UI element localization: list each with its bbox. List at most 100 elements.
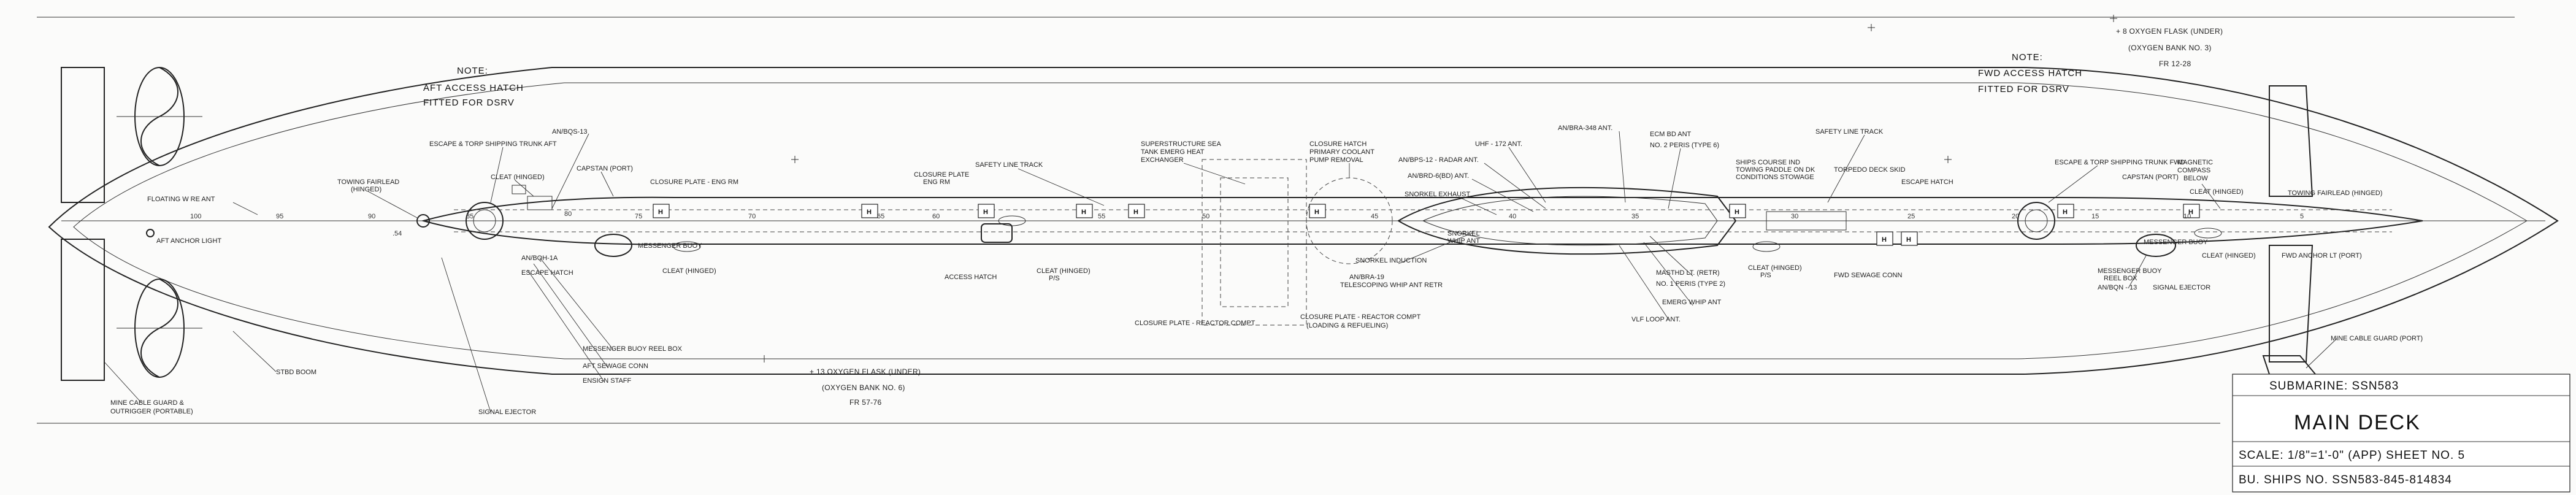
title-block: SUBMARINE: SSN583 MAIN DECK SCALE: 1/8"=… (2232, 374, 2570, 493)
svg-text:+ 8 OXYGEN FLASK (UNDER): + 8 OXYGEN FLASK (UNDER) (2116, 27, 2223, 36)
label-periscope-1: NO. 1 PERIS (TYPE 2) (1656, 280, 1725, 288)
frame-number: 20 (2012, 213, 2019, 220)
frame-number: 85 (466, 213, 473, 220)
label-messenger-reel-fwd: MESSENGER BUOY (2098, 267, 2162, 275)
svg-text:FR 12-28: FR 12-28 (2159, 59, 2191, 68)
frame-number: 55 (1098, 213, 1105, 220)
fwd-note: NOTE: FWD ACCESS HATCH FITTED FOR DSRV (1978, 52, 2082, 94)
frame-number: 90 (368, 213, 375, 220)
title-block-drawing-no: BU. SHIPS NO. SSN583-845-814834 (2239, 474, 2452, 486)
fwd-escape-trunk-inner (2025, 209, 2048, 232)
label-periscope-6: NO. 2 PERIS (TYPE 6) (1650, 142, 1719, 149)
sail-outline (1397, 186, 1737, 255)
bow-plane-lower (2269, 245, 2313, 363)
label-stbd-boom: STBD BOOM (276, 369, 316, 376)
label-closure-plate-eng-rm: CLOSURE PLATE (914, 171, 969, 178)
towing-fairlead-aft (416, 214, 430, 228)
h-box: H (1901, 231, 1918, 246)
label-fwd-sewage: FWD SEWAGE CONN (1834, 272, 1902, 279)
svg-text:H: H (1081, 209, 1086, 216)
label-closure-hatch: PUMP REMOVAL (1309, 156, 1363, 164)
frame-number: .54 (393, 230, 402, 237)
title-block-title: MAIN DECK (2294, 411, 2421, 434)
aft-reel-box (527, 196, 553, 210)
frame-number: 45 (1371, 213, 1378, 220)
frame-number: 75 (635, 213, 642, 220)
h-box: H (1128, 204, 1145, 218)
label-uhf-ant: UHF - 172 ANT. (1475, 140, 1522, 148)
label-closure-plate-eng: CLOSURE PLATE - ENG RM (650, 178, 738, 186)
sail-inner (1422, 196, 1718, 246)
aft-escape-trunk-inner (473, 209, 496, 232)
svg-text:(OXYGEN BANK NO. 3): (OXYGEN BANK NO. 3) (2128, 44, 2212, 52)
label-closure-plate-reactor2: (LOADING & REFUELING) (1306, 322, 1388, 329)
label-messenger-reel-box-aft: MESSENGER BUOY REEL BOX (583, 345, 683, 353)
label-fwd-anchor-light: FWD ANCHOR LT (PORT) (2282, 252, 2362, 259)
label-snorkel-exhaust: SNORKEL EXHAUST (1405, 191, 1470, 198)
h-box: H (1729, 204, 1746, 218)
frame-number: 10 (2183, 213, 2191, 220)
label-magnetic-compass: BELOW (2183, 175, 2208, 182)
svg-text:H: H (1133, 209, 1138, 216)
svg-text:FITTED FOR DSRV: FITTED FOR DSRV (1978, 84, 2069, 94)
label-towing-fairlead: TOWING FAIRLEAD (337, 178, 399, 186)
label-telescoping-whip: TELESCOPING WHIP ANT RETR (1340, 282, 1443, 289)
svg-text:+ 13 OXYGEN FLASK (UNDER): + 13 OXYGEN FLASK (UNDER) (810, 367, 921, 376)
aft-messenger-buoy (594, 234, 632, 257)
label-cleat-fwd-ps: CLEAT (HINGED) (1748, 264, 1802, 272)
label-escape-hatch-aft: ESCAPE HATCH (521, 269, 573, 277)
h-box: H (1876, 231, 1893, 246)
title-block-scale: SCALE: 1/8"=1'-0" (APP) SHEET NO. 5 (2239, 449, 2465, 462)
frame-number: 60 (932, 213, 940, 220)
plus-markers (761, 15, 2117, 363)
label-access-hatch: ACCESS HATCH (945, 274, 997, 281)
label-floating-wire: FLOATING W RE ANT (147, 196, 215, 203)
label-ships-course: TOWING PADDLE ON DK (1736, 166, 1815, 174)
label-ensign-staff: ENSIGN STAFF (583, 377, 632, 385)
label-cleat-ps-sub: P/S (1049, 275, 1060, 282)
label-escape-trunk-aft: ESCAPE & TORP SHIPPING TRUNK AFT (429, 140, 557, 148)
h-box: H (978, 204, 995, 218)
svg-text:H: H (2188, 209, 2193, 216)
fwd-messenger-buoy (2136, 234, 2176, 257)
label-snorkel-induction: SNORKEL INDUCTION (1355, 257, 1427, 264)
frame-number: 100 (190, 213, 201, 220)
label-an-bqs-13: AN/BQS-13 (552, 128, 587, 136)
frame-numbers: 100 95 90 .54 85 80 75 70 65 60 55 50 45… (190, 210, 2304, 237)
label-masthead-light: MASTHD LT. (RETR) (1656, 269, 1720, 277)
label-capstan-fwd: CAPSTAN (PORT) (2122, 174, 2179, 181)
label-safety-line-fwd: SAFETY LINE TRACK (1815, 128, 1884, 136)
h-box: H (2183, 204, 2200, 218)
callouts-upper: AN/BQS-13 ESCAPE & TORP SHIPPING TRUNK A… (147, 125, 2382, 203)
fwd-escape-trunk (2017, 202, 2055, 240)
label-closure-hatch: CLOSURE HATCH (1309, 140, 1367, 148)
cleat-aft (673, 241, 701, 252)
label-escape-trunk-fwd: ESCAPE & TORP SHIPPING TRUNK FWD (2055, 159, 2185, 166)
lower-stern-fin (61, 239, 105, 381)
svg-text:FITTED FOR DSRV: FITTED FOR DSRV (423, 98, 515, 108)
hull-outline (48, 67, 2559, 375)
label-cleat-ps: CLEAT (HINGED) (1037, 267, 1091, 275)
cleat-bow (2194, 228, 2222, 239)
svg-text:H: H (1735, 209, 1739, 216)
frame-number: 5 (2300, 213, 2304, 220)
label-signal-ejector-aft: SIGNAL EJECTOR (478, 409, 536, 416)
frame-number: 15 (2091, 213, 2099, 220)
label-snorkel-whip: SNORKEL (1447, 230, 1480, 237)
label-torpedo-skid: TORPEDO DECK SKID (1834, 166, 1906, 174)
label-cleat-hinged-aft2: CLEAT (HINGED) (662, 267, 716, 275)
frame-number: 40 (1509, 213, 1516, 220)
label-cleat-fwd-ps-sub: P/S (1760, 272, 1771, 279)
label-closure-plate-eng-rm-sub: ENG RM (923, 178, 950, 186)
label-towing-fairlead-fwd: TOWING FAIRLEAD (HINGED) (2288, 190, 2382, 197)
svg-text:H: H (2063, 209, 2068, 216)
upper-stern-fin (61, 67, 105, 203)
label-superstructure: EXCHANGER (1141, 156, 1184, 164)
deck-fixtures: H H H H H H H H H H H (146, 185, 2222, 257)
label-mine-cable-guard-port: MINE CABLE GUARD (PORT) (2331, 335, 2423, 342)
svg-text:NOTE:: NOTE: (2012, 52, 2043, 63)
label-closure-plate-reactor: CLOSURE PLATE - REACTOR COMPT (1135, 320, 1255, 327)
label-mine-cable-guard: OUTRIGGER (PORTABLE) (110, 408, 193, 415)
